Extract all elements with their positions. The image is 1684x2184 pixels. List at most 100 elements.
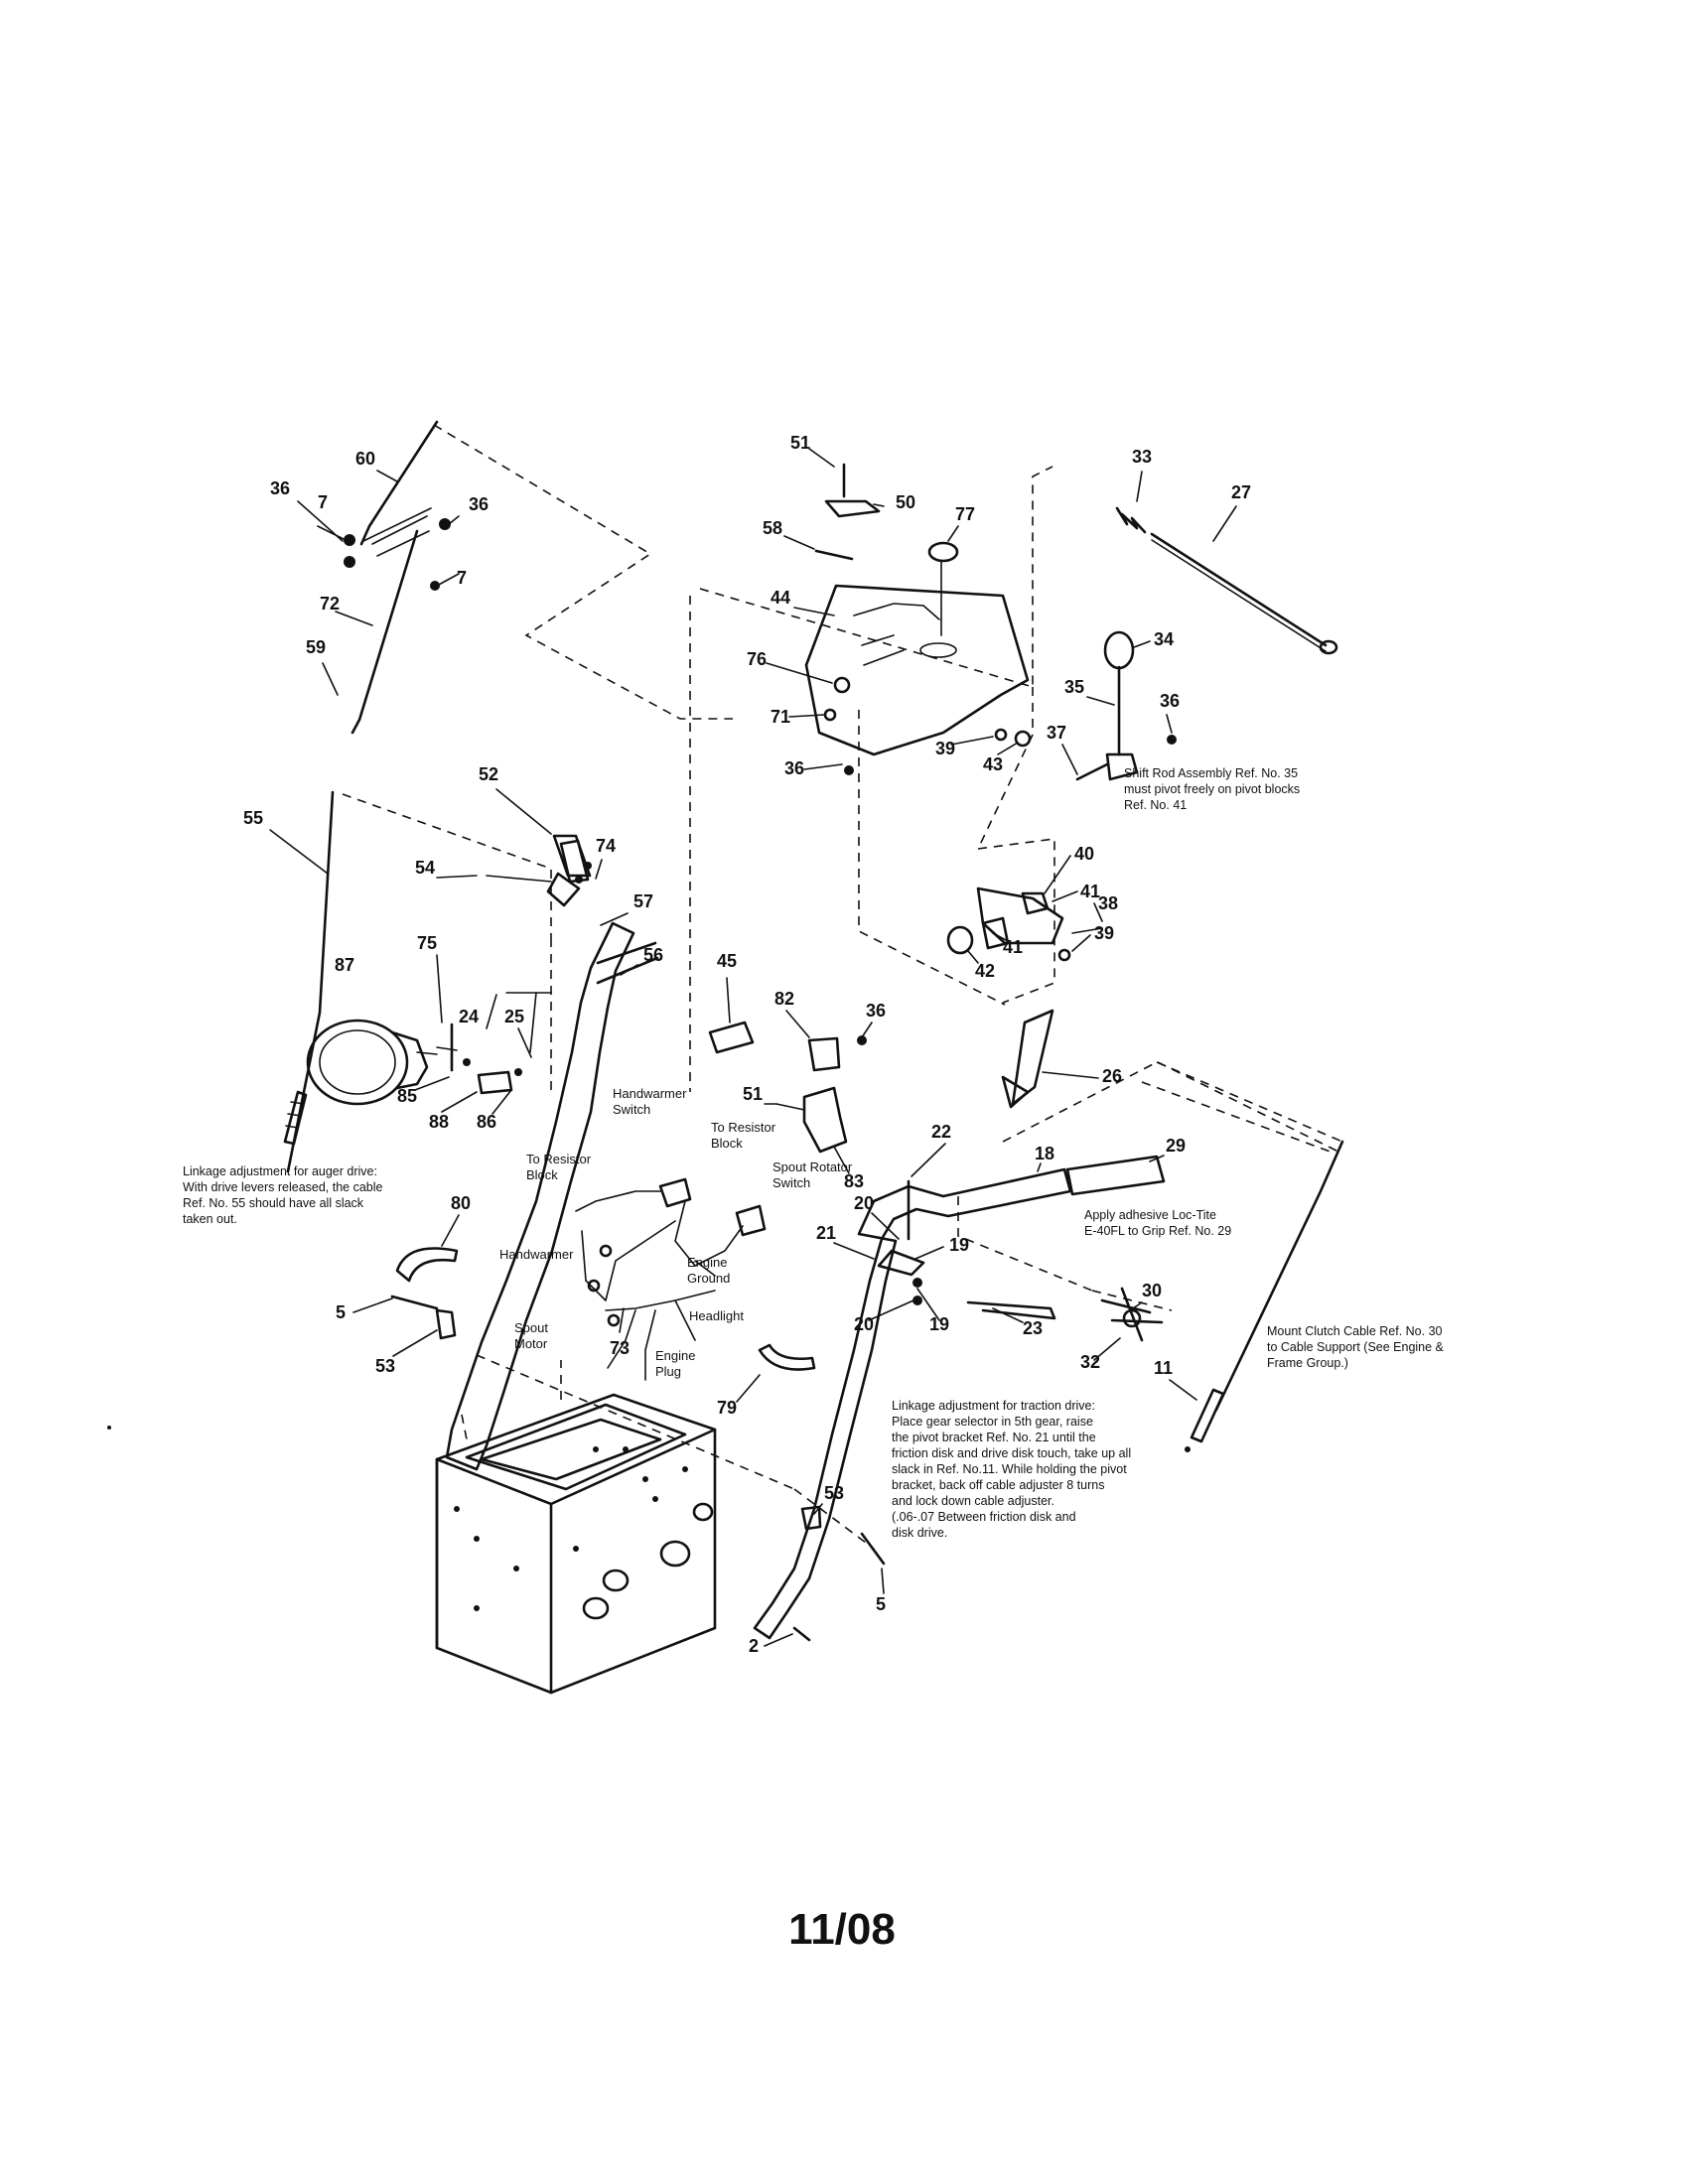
callout: 30 [1142, 1281, 1162, 1300]
label-to-resistor-block-left: To Resistor Block [526, 1152, 595, 1182]
note-clutch-cable: Mount Clutch Cable Ref. No. 30 to Cable … [1267, 1324, 1447, 1370]
callout: 41 [1003, 937, 1023, 957]
callout: 75 [417, 933, 437, 953]
label-engine-plug: Engine Plug [655, 1348, 699, 1379]
callout-numbers: 60 36 7 36 7 72 59 51 50 58 77 44 76 71 … [243, 433, 1251, 1656]
callout: 54 [415, 858, 435, 878]
callout: 74 [596, 836, 616, 856]
label-handwarmer-switch: Handwarmer Switch [613, 1086, 690, 1117]
callout: 72 [320, 594, 340, 614]
callout: 5 [336, 1302, 346, 1322]
callout: 19 [949, 1235, 969, 1255]
callout: 29 [1166, 1136, 1186, 1156]
label-spout-motor: Spout Motor [514, 1320, 552, 1351]
callout: 35 [1064, 677, 1084, 697]
callout: 41 [1080, 882, 1100, 901]
label-to-resistor-block-right: To Resistor Block [711, 1120, 779, 1151]
cable-11 [1214, 1140, 1344, 1412]
callout: 76 [747, 649, 767, 669]
callout: 43 [983, 754, 1003, 774]
callout: 5 [876, 1594, 886, 1614]
callout: 73 [610, 1338, 630, 1358]
callout: 82 [774, 989, 794, 1009]
callout: 50 [896, 492, 915, 512]
callout: 34 [1154, 629, 1174, 649]
label-handwarmer: Handwarmer [499, 1247, 574, 1262]
callout: 37 [1047, 723, 1066, 743]
callout: 53 [824, 1483, 844, 1503]
callout: 58 [763, 518, 782, 538]
callout: 51 [743, 1084, 763, 1104]
callout: 36 [270, 478, 290, 498]
wiring-harness [575, 1190, 744, 1381]
shift-plate-44 [804, 584, 1030, 756]
headlight-87 [306, 1019, 409, 1106]
rod-72 [351, 529, 419, 735]
callout: 18 [1035, 1144, 1054, 1163]
notes: Shift Rod Assembly Ref. No. 35 must pivo… [183, 766, 1447, 1540]
callout: 45 [717, 951, 737, 971]
callout: 11 [1154, 1358, 1173, 1378]
label-headlight: Headlight [689, 1308, 744, 1323]
callout: 36 [784, 758, 804, 778]
callout: 86 [477, 1112, 496, 1132]
assembly-guide-lines [342, 424, 1343, 1550]
grip-29 [1065, 1155, 1166, 1196]
callout: 20 [854, 1193, 874, 1213]
callout: 25 [504, 1007, 524, 1026]
callout: 36 [469, 494, 489, 514]
callout: 19 [929, 1314, 949, 1334]
callout: 42 [975, 961, 995, 981]
callout: 53 [375, 1356, 395, 1376]
label-engine-ground: Engine Ground [687, 1255, 731, 1286]
rod-60 [359, 420, 439, 546]
cable-55 [286, 790, 335, 1173]
callout: 80 [451, 1193, 471, 1213]
callout: 23 [1023, 1318, 1043, 1338]
callout: 2 [749, 1636, 759, 1656]
note-auger-linkage: Linkage adjustment for auger drive: With… [183, 1164, 386, 1226]
grip-52 [559, 839, 590, 884]
part-drawings [107, 420, 1344, 1695]
callout: 33 [1132, 447, 1152, 467]
callout: 59 [306, 637, 326, 657]
page-footer-date: 11/08 [788, 1905, 896, 1954]
callout: 56 [643, 945, 663, 965]
callout: 60 [355, 449, 375, 469]
label-spout-rotator-switch: Spout Rotator Switch [772, 1160, 856, 1190]
callout: 79 [717, 1398, 737, 1418]
callout: 7 [318, 492, 328, 512]
callout: 57 [633, 891, 653, 911]
callout: 20 [854, 1314, 874, 1334]
callout: 36 [866, 1001, 886, 1021]
note-traction-linkage: Linkage adjustment for traction drive: P… [892, 1399, 1135, 1540]
callout: 39 [935, 739, 955, 758]
callout: 77 [955, 504, 975, 524]
callout: 21 [816, 1223, 836, 1243]
callout: 40 [1074, 844, 1094, 864]
callout: 55 [243, 808, 263, 828]
callout: 32 [1080, 1352, 1100, 1372]
callout: 24 [459, 1007, 479, 1026]
callout: 44 [771, 588, 790, 608]
callout: 71 [771, 707, 790, 727]
callout: 52 [479, 764, 498, 784]
callout: 39 [1094, 923, 1114, 943]
callout: 83 [844, 1171, 864, 1191]
callout: 85 [397, 1086, 417, 1106]
callout: 26 [1102, 1066, 1122, 1086]
callout: 88 [429, 1112, 449, 1132]
callout: 87 [335, 955, 354, 975]
wiring-labels: Handwarmer Switch To Resistor Block To R… [499, 1086, 856, 1379]
callout: 51 [790, 433, 810, 453]
note-shift-rod: Shift Rod Assembly Ref. No. 35 must pivo… [1124, 766, 1304, 812]
callout: 36 [1160, 691, 1180, 711]
note-loctite: Apply adhesive Loc-Tite E-40FL to Grip R… [1084, 1208, 1231, 1238]
callout: 22 [931, 1122, 951, 1142]
callout: 27 [1231, 482, 1251, 502]
rod-27 [1150, 532, 1328, 647]
handle-57 [445, 921, 635, 1471]
callout: 38 [1098, 893, 1118, 913]
callout: 7 [457, 568, 467, 588]
